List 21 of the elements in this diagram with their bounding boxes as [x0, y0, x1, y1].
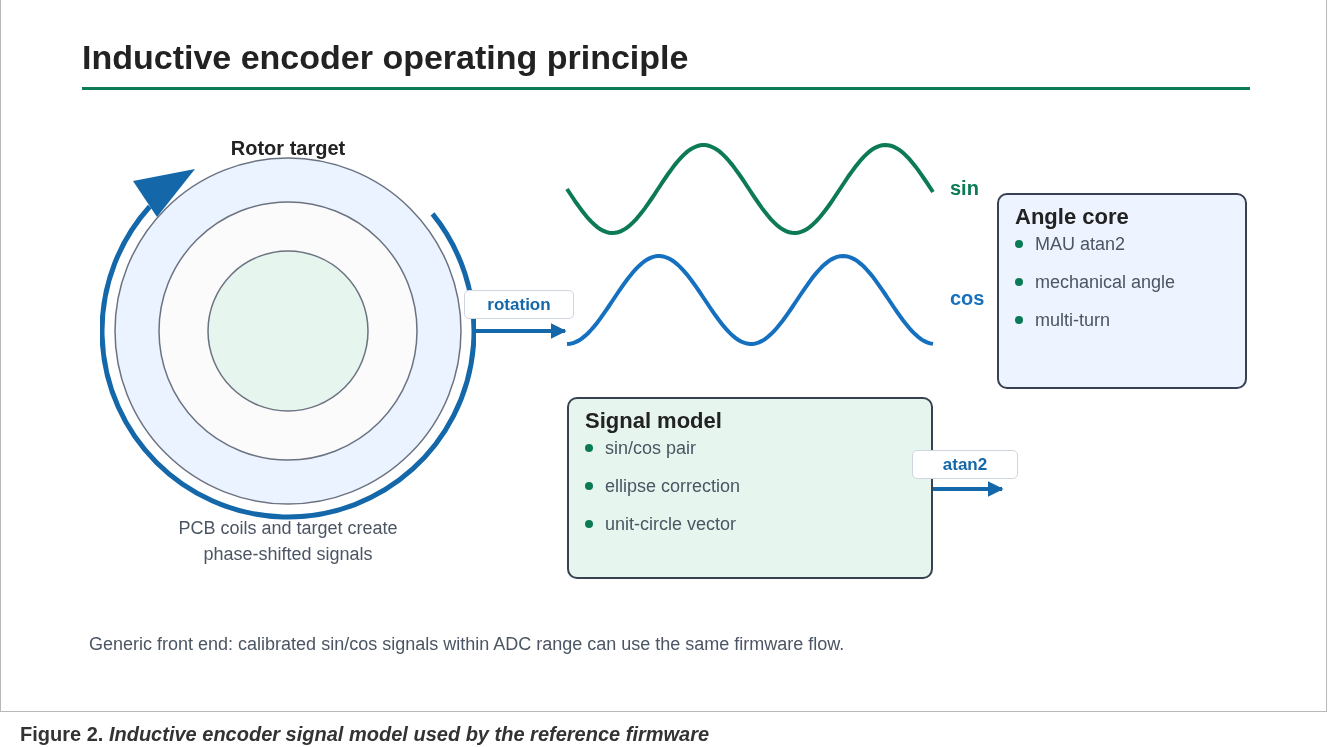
bullet-text: MAU atan2: [1035, 232, 1126, 256]
wave-label: cos: [950, 286, 985, 311]
arrow: [476, 323, 567, 339]
bullet-text: sin/cos pair: [605, 436, 697, 460]
bullet-text: multi-turn: [1035, 308, 1110, 332]
process-box: [997, 193, 1247, 389]
edge-label: rotation: [464, 290, 574, 319]
node-caption: PCB coils and target create phase-shifted signals: [177, 517, 399, 566]
diagram-title: Inductive encoder operating principle: [82, 37, 689, 78]
footnote: Generic front end: calibrated sin/cos signals within ADC range can use the same firmware flow.: [89, 633, 845, 656]
bullet-text: unit-circle vector: [605, 512, 737, 536]
node-heading: Signal model: [585, 407, 723, 435]
node-heading: Rotor target: [229, 136, 347, 161]
figure-caption: Figure 2. Inductive encoder signal model used by the reference firmware: [20, 722, 710, 747]
bullet-text: ellipse correction: [605, 474, 741, 498]
process-box: [567, 397, 933, 579]
node-heading: Angle core: [1015, 203, 1130, 231]
wave-label: sin: [950, 176, 979, 201]
arrow: [933, 481, 1004, 497]
edge-label: atan2: [912, 450, 1018, 479]
bullet-text: mechanical angle: [1035, 270, 1176, 294]
